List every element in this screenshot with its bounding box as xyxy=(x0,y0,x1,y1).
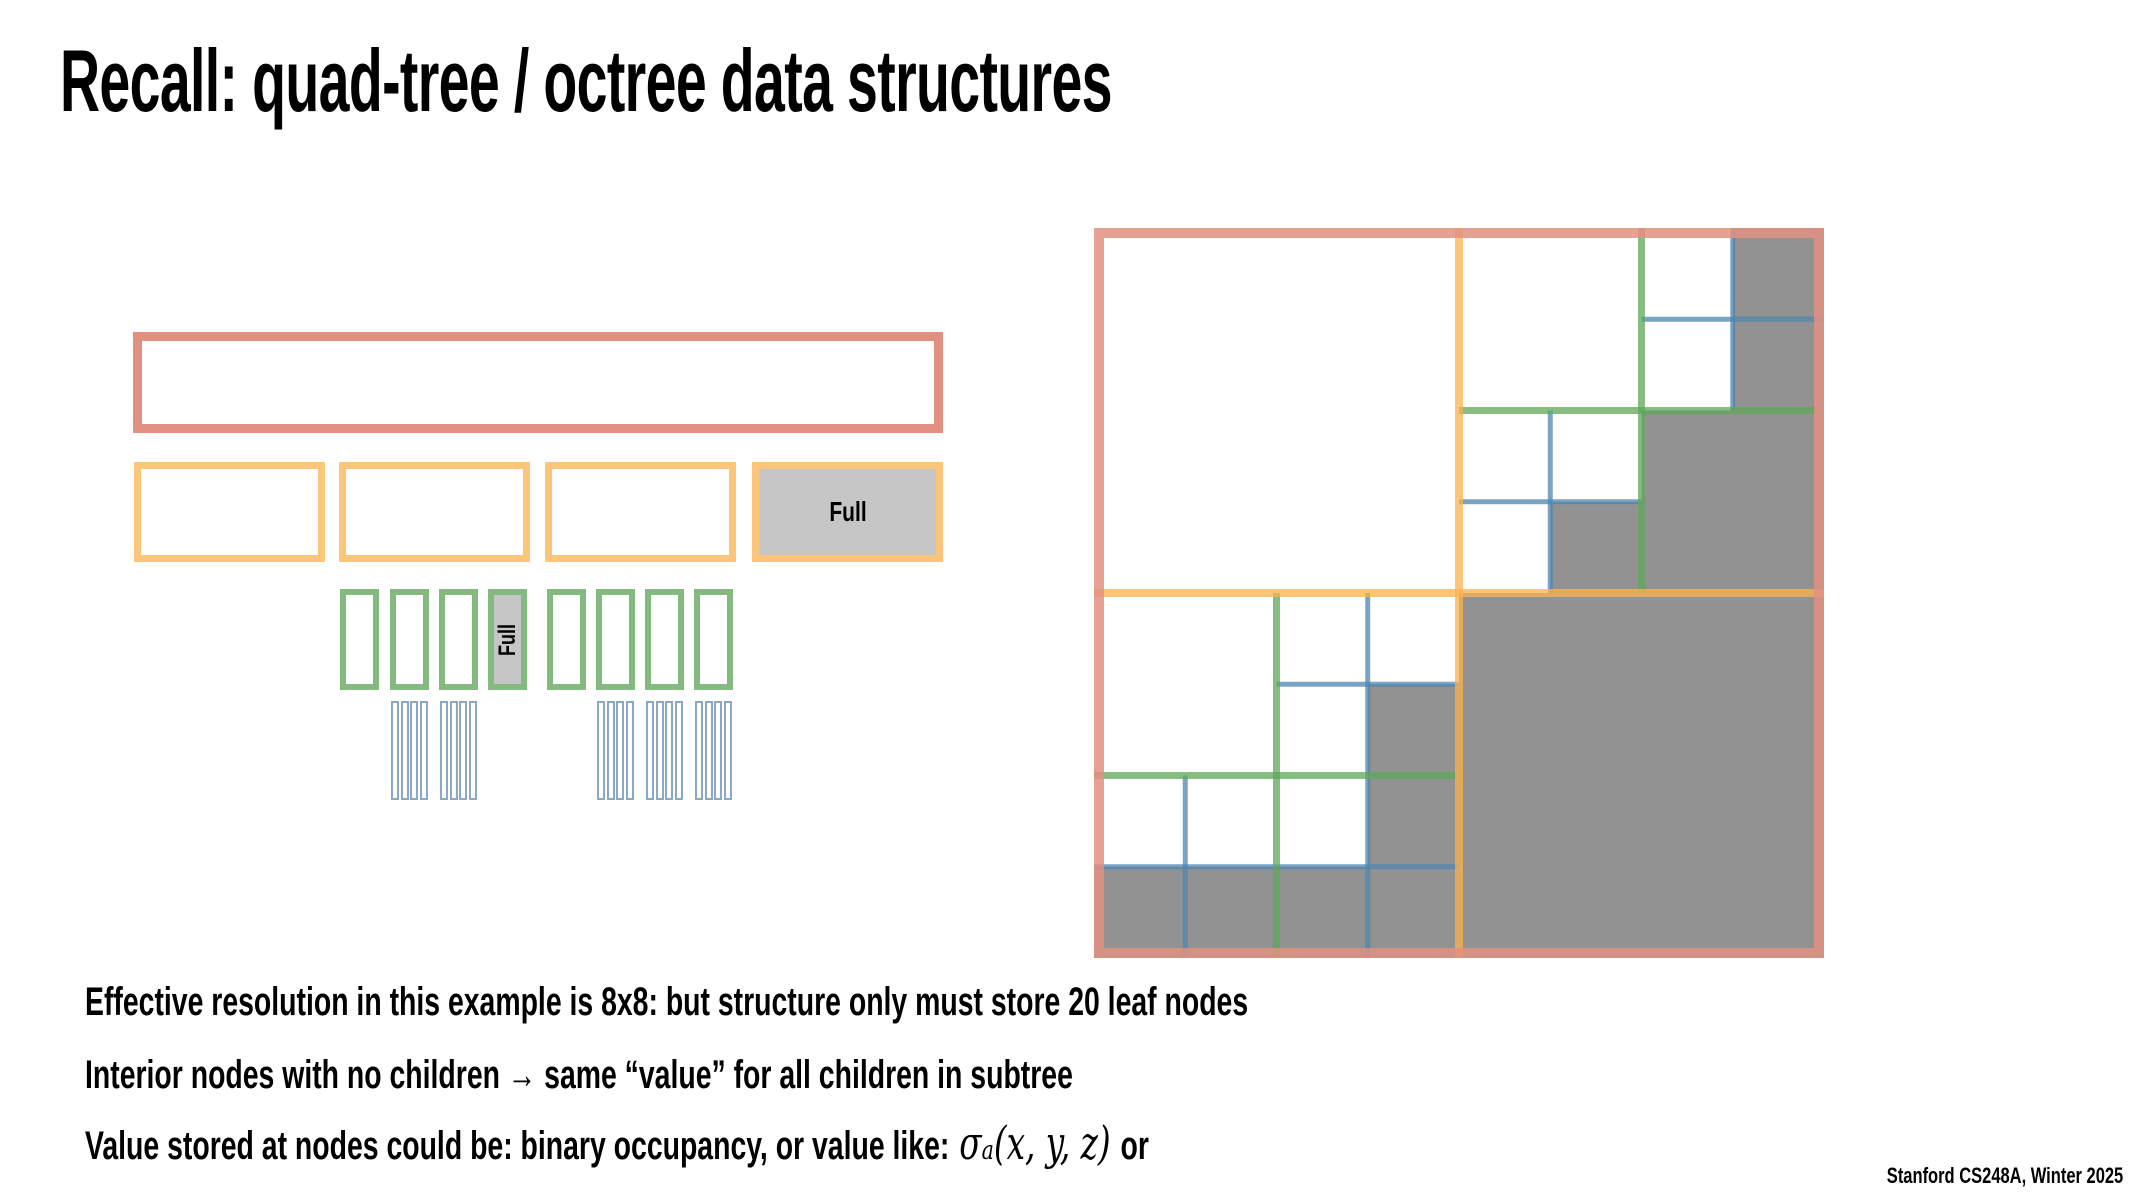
level1-node xyxy=(545,462,736,562)
leaf-node xyxy=(419,701,428,800)
level2-node xyxy=(547,589,586,690)
full-label: Full xyxy=(493,623,521,656)
level2-node xyxy=(390,589,429,690)
level2-node xyxy=(439,589,478,690)
level2-node xyxy=(694,589,733,690)
occupied-cell xyxy=(1094,866,1186,958)
level2-node xyxy=(340,589,379,690)
leaf-node xyxy=(400,701,409,800)
leaf-node xyxy=(655,701,664,800)
occupied-cell xyxy=(1732,319,1824,411)
leaf-node xyxy=(714,701,722,800)
occupied-cell xyxy=(1732,228,1824,320)
full-label: Full xyxy=(828,496,867,527)
leaf-node xyxy=(391,701,399,800)
root-boundary xyxy=(1094,228,1824,958)
bullet-resolution: Effective resolution in this example is … xyxy=(85,980,1249,1024)
occupied-cell xyxy=(1276,866,1368,958)
level2-node: Full xyxy=(488,589,527,690)
occupied-block xyxy=(1641,410,1824,593)
leaf-node xyxy=(674,701,683,800)
leaf-node xyxy=(459,701,467,800)
leaf-node xyxy=(723,701,732,800)
bullet-node-values-tail: or xyxy=(1120,1124,1149,1168)
leaf-node xyxy=(665,701,673,800)
occupied-cell xyxy=(1550,501,1642,593)
leaf-node xyxy=(440,701,448,800)
occupied-cell xyxy=(1367,866,1459,958)
occupied-block xyxy=(1459,593,1824,958)
footer-credit: Stanford CS248A, Winter 2025 xyxy=(1886,1163,2123,1188)
leaf-node xyxy=(606,701,615,800)
leaf-node xyxy=(646,701,654,800)
quadtree-grid xyxy=(1094,228,1824,958)
bullet-node-values-text: Value stored at nodes could be: binary o… xyxy=(85,1124,950,1168)
level2-node xyxy=(596,589,635,690)
leaf-node xyxy=(468,701,477,800)
occupied-cell xyxy=(1185,866,1277,958)
bullet-node-values: Value stored at nodes could be: binary o… xyxy=(85,1116,1149,1170)
level1-node xyxy=(134,462,325,562)
slide-title: Recall: quad-tree / octree data structur… xyxy=(60,31,1113,130)
leaf-node xyxy=(449,701,458,800)
leaf-node xyxy=(597,701,605,800)
level2-node xyxy=(645,589,684,690)
leaf-node xyxy=(625,701,634,800)
leaf-node xyxy=(704,701,713,800)
level1-node: Full xyxy=(752,462,943,562)
sigma-formula: σₐ(x, y, z) xyxy=(959,1116,1111,1170)
bullet-interior-nodes: Interior nodes with no children → same “… xyxy=(85,1053,1073,1097)
occupied-cell xyxy=(1367,684,1459,776)
leaf-node xyxy=(695,701,703,800)
root-node xyxy=(133,332,943,433)
level1-node xyxy=(339,462,530,562)
leaf-node xyxy=(616,701,624,800)
occupied-cell xyxy=(1367,775,1459,867)
leaf-node xyxy=(410,701,418,800)
